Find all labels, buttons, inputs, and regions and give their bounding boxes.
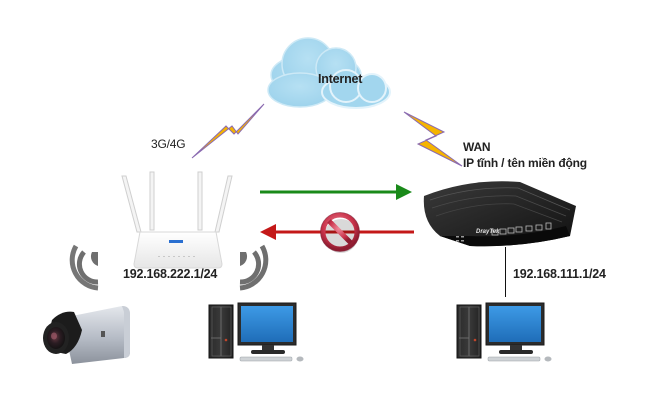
pc-right-keyboard bbox=[487, 356, 541, 362]
wan-label: WAN bbox=[463, 140, 491, 154]
blocked-flow-arrow bbox=[260, 224, 414, 240]
pc-left-tower bbox=[208, 304, 234, 359]
allowed-flow-arrow bbox=[260, 184, 412, 200]
wan-sublabel: IP tĩnh / tên miền động bbox=[463, 156, 587, 170]
internet-label: Internet bbox=[318, 72, 363, 86]
draytek-ip-label: 192.168.111.1/24 bbox=[513, 267, 606, 281]
pc-left-keyboard bbox=[239, 356, 293, 362]
pc-right-tower bbox=[456, 304, 482, 359]
pc-left-monitor bbox=[237, 302, 297, 354]
mobile-link-label: 3G/4G bbox=[151, 137, 186, 151]
pc-right-mouse bbox=[544, 356, 552, 362]
pc-left-mouse bbox=[296, 356, 304, 362]
pc-right-monitor bbox=[485, 302, 545, 354]
wifi-router-ip-label: 192.168.222.1/24 bbox=[123, 267, 218, 281]
draytek-brand-text: DrayTek bbox=[476, 229, 500, 235]
